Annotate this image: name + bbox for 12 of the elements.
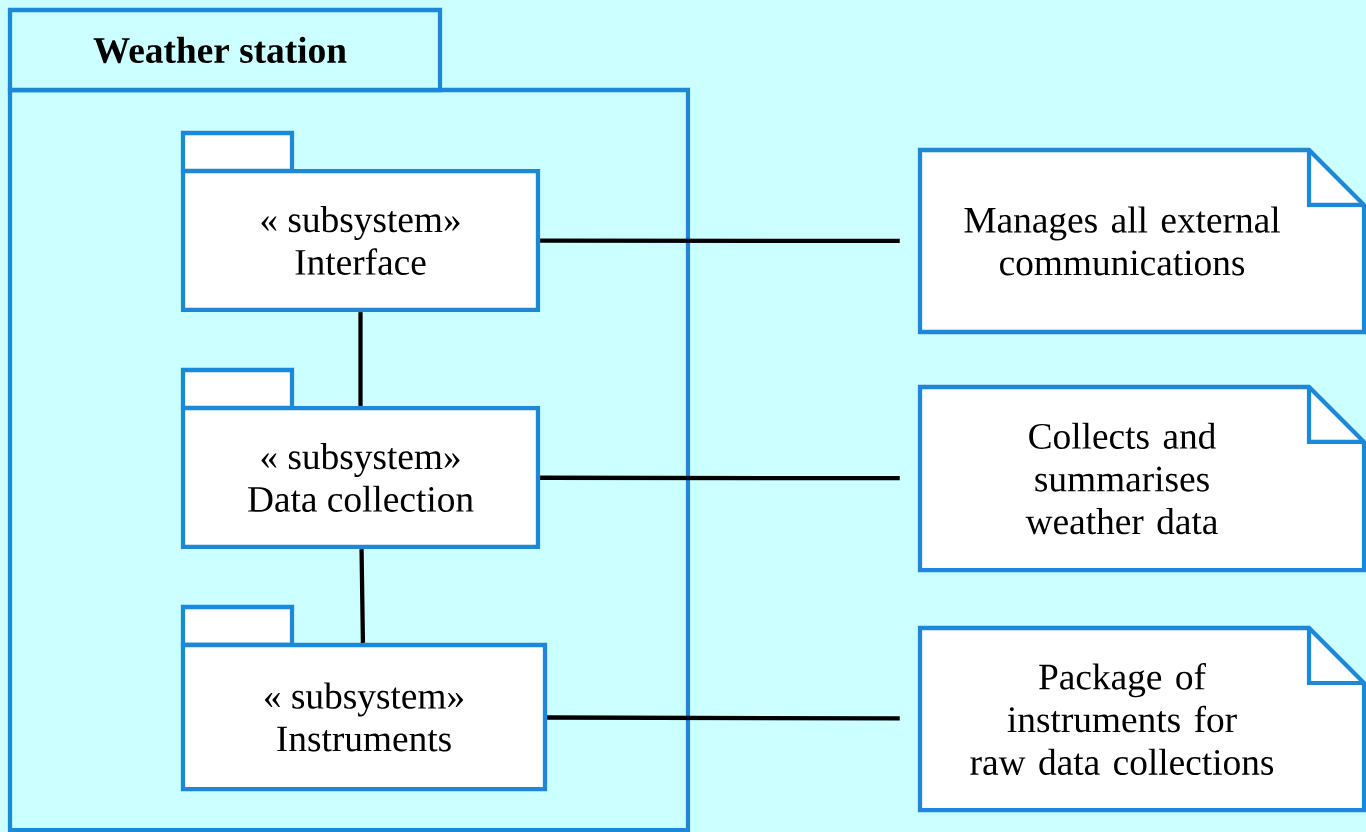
note-box: Package of instruments for raw data collections: [917, 625, 1366, 813]
connector-line: [358, 312, 363, 406]
package-box: « subsystem» Interface: [180, 130, 541, 313]
connector-line: [359, 549, 366, 643]
connector-line: [547, 715, 900, 721]
package-box: « subsystem» Data collection: [180, 367, 541, 550]
note-box: Manages all external communications: [917, 147, 1366, 335]
note-box: Collects and summarises weather data: [917, 384, 1366, 573]
connector-line: [540, 238, 900, 243]
connector-line: [540, 475, 900, 481]
package-box: « subsystem» Instruments: [180, 604, 548, 792]
node-label: Weather station: [93, 36, 347, 64]
